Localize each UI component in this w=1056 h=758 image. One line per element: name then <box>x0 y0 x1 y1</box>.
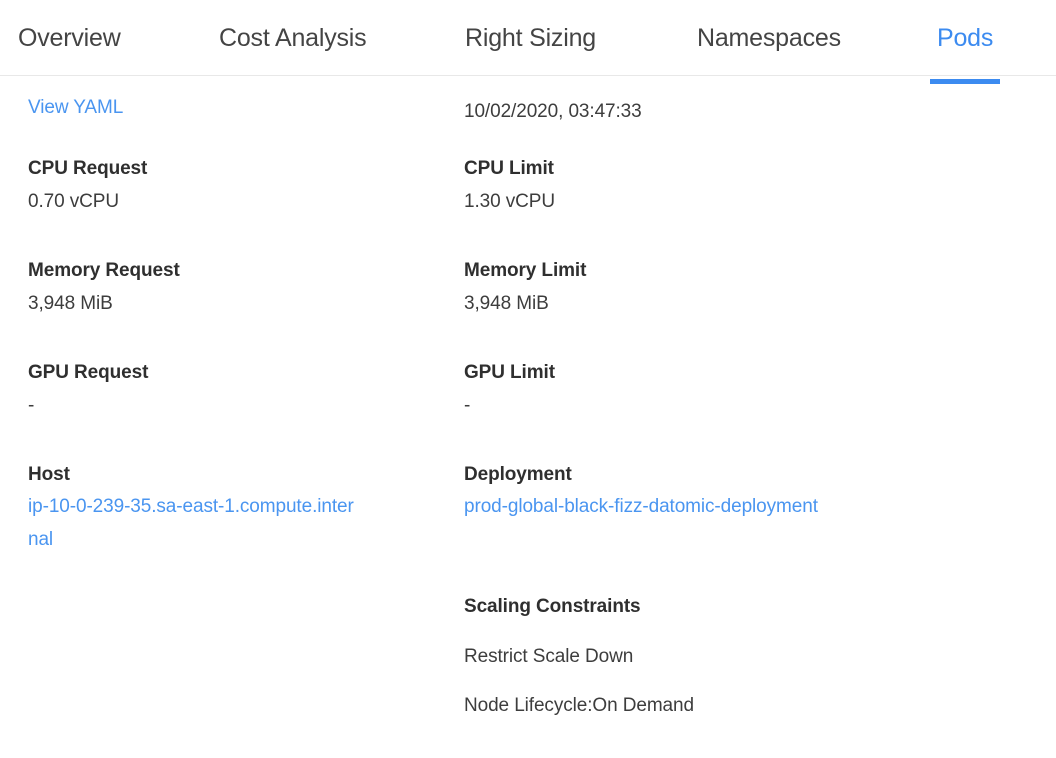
memory-limit-field: Memory Limit 3,948 MiB <box>464 260 586 317</box>
tab-overview-label: Overview <box>18 23 121 52</box>
gpu-request-value: - <box>28 395 35 416</box>
host-link[interactable]: ip-10-0-239-35.sa-east-1.compute.interna… <box>28 496 354 550</box>
host-label: Host <box>28 464 70 485</box>
scaling-constraints-field: Scaling Constraints Restrict Scale Down … <box>464 596 694 719</box>
gpu-request-field: GPU Request - <box>28 362 148 419</box>
cpu-request-field: CPU Request 0.70 vCPU <box>28 158 147 215</box>
tab-active-indicator <box>930 79 1001 84</box>
tab-overview[interactable]: Overview <box>18 0 121 84</box>
scaling-constraint-restrict-scale-down: Restrict Scale Down <box>464 646 634 667</box>
deployment-link[interactable]: prod-global-black-fizz-datomic-deploymen… <box>464 496 818 517</box>
scaling-constraint-node-lifecycle: Node Lifecycle:On Demand <box>464 695 694 716</box>
deployment-label: Deployment <box>464 464 572 485</box>
memory-request-value: 3,948 MiB <box>28 293 113 314</box>
tab-cost-analysis-label: Cost Analysis <box>219 23 367 52</box>
tab-pods-label: Pods <box>937 23 994 52</box>
gpu-limit-value: - <box>464 395 471 416</box>
host-field: Host ip-10-0-239-35.sa-east-1.compute.in… <box>28 464 358 556</box>
cpu-limit-field: CPU Limit 1.30 vCPU <box>464 158 555 215</box>
tab-right-sizing-label: Right Sizing <box>465 23 596 52</box>
memory-limit-label: Memory Limit <box>464 260 587 281</box>
cpu-limit-label: CPU Limit <box>464 158 554 179</box>
tab-pods[interactable]: Pods <box>930 0 1001 84</box>
tab-namespaces-label: Namespaces <box>697 23 841 52</box>
timestamp-field: 10/02/2020, 03:47:33 <box>464 95 642 128</box>
tab-cost-analysis[interactable]: Cost Analysis <box>219 0 367 84</box>
tab-right-sizing[interactable]: Right Sizing <box>465 0 596 84</box>
gpu-limit-field: GPU Limit - <box>464 362 555 419</box>
scaling-constraints-label: Scaling Constraints <box>464 596 641 617</box>
tab-bar: Overview Cost Analysis Right Sizing Name… <box>0 0 1056 84</box>
cpu-limit-value: 1.30 vCPU <box>464 191 555 212</box>
gpu-limit-label: GPU Limit <box>464 362 555 383</box>
memory-request-field: Memory Request 3,948 MiB <box>28 260 180 317</box>
pod-start-timestamp: 10/02/2020, 03:47:33 <box>464 101 642 122</box>
memory-limit-value: 3,948 MiB <box>464 293 549 314</box>
gpu-request-label: GPU Request <box>28 362 149 383</box>
cpu-request-value: 0.70 vCPU <box>28 191 119 212</box>
deployment-field: Deployment prod-global-black-fizz-datomi… <box>464 464 818 523</box>
view-yaml-link[interactable]: View YAML <box>28 97 124 118</box>
view-yaml-field: View YAML <box>28 95 123 121</box>
memory-request-label: Memory Request <box>28 260 180 281</box>
tab-namespaces[interactable]: Namespaces <box>697 0 841 84</box>
cpu-request-label: CPU Request <box>28 158 148 179</box>
